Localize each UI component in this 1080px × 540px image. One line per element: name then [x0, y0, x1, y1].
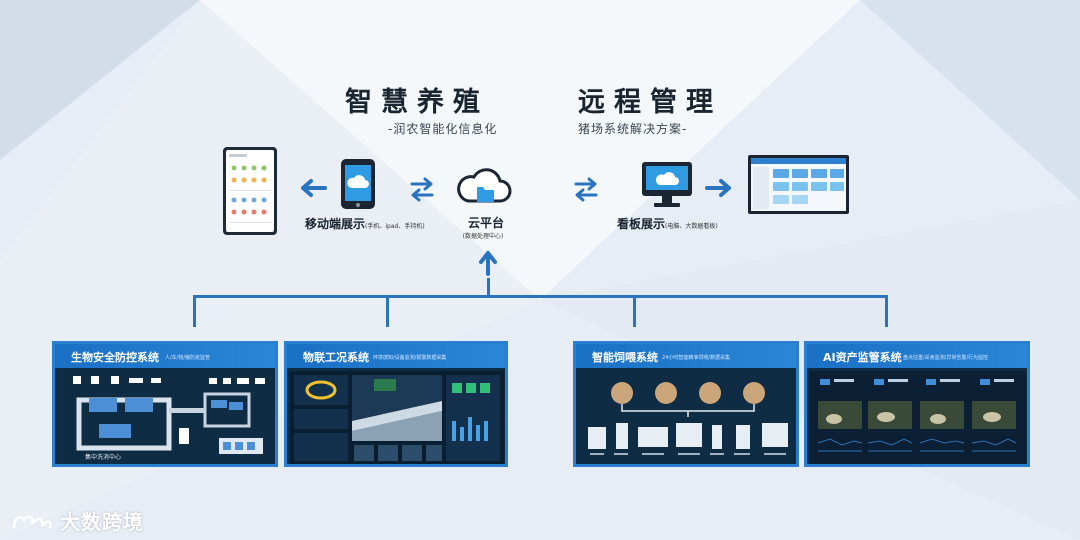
iot-dashboard: [290, 371, 504, 464]
arrow-right-icon: [705, 179, 731, 197]
arrow-up-icon: [479, 251, 497, 276]
connector-horizontal: [193, 295, 888, 298]
watermark: 大数跨境: [10, 506, 144, 535]
panel-header: [55, 344, 275, 368]
panel-ai-asset: AI资产监管系统 盘点估重/采食监测/异常告警/行为监控: [804, 341, 1030, 467]
dashboard-note: (电脑、大数据看板): [665, 223, 718, 230]
swap-arrows-icon: [410, 177, 434, 202]
swap-arrows-icon: [574, 177, 598, 202]
panel-subtitle: 人/车/物/猪防疫监管: [165, 355, 211, 361]
dashboard-label-text: 看板展示: [617, 217, 666, 231]
panel-subtitle: 环境感知/设备监测/报警数据采集: [373, 355, 447, 361]
right-title: 远程管理: [578, 87, 722, 118]
dashboard-label: 看板展示(电脑、大数据看板): [617, 215, 718, 232]
right-subtitle: 猪场系统解决方案-: [578, 122, 688, 136]
panel-subtitle: 24小时智能精准饲喂/数据采集: [662, 355, 731, 361]
panel-title: 生物安全防控系统: [71, 351, 159, 364]
panel-iot: 物联工况系统 环境感知/设备监测/报警数据采集: [284, 341, 508, 467]
tablet-app-thumbnail: [229, 154, 271, 223]
panel-title: AI资产监管系统: [823, 351, 902, 364]
cloud-label: 云平台: [467, 216, 504, 230]
mobile-label-text: 移动端展示: [305, 217, 366, 231]
panel-header: [576, 344, 796, 368]
left-title: 智慧养殖: [345, 87, 489, 118]
panel-header: [287, 344, 505, 368]
ai-asset-dashboard: [810, 371, 1026, 464]
dashboard-screenshot: [748, 155, 849, 214]
connector-drop-4: [885, 295, 888, 327]
connector-drop-1: [193, 295, 196, 327]
dashboard-thumbnail: [751, 158, 846, 211]
biosecurity-inner-label: 集中洗消中心: [85, 454, 122, 461]
panel-header: [807, 344, 1027, 368]
panel-title: 物联工况系统: [303, 351, 369, 364]
mobile-note: (手机、ipad、手持机): [365, 223, 425, 230]
left-subtitle: -润农智能化信息化: [388, 122, 498, 136]
mobile-label: 移动端展示(手机、ipad、手持机): [305, 215, 425, 232]
cloud-folder-icon: [457, 168, 512, 203]
watermark-text: 大数跨境: [60, 510, 144, 534]
biosecurity-diagram: [73, 376, 265, 454]
phone-cloud-icon: [341, 159, 375, 209]
connector-drop-3: [633, 295, 636, 327]
connector-center: [487, 278, 490, 297]
watermark-logo-icon: [12, 514, 52, 528]
feeding-diagram: [588, 382, 788, 455]
arrow-left-icon: [301, 179, 327, 197]
panel-title: 智能饲喂系统: [592, 351, 658, 364]
monitor-cloud-icon: [642, 162, 692, 207]
cloud-node: 云平台 (数据处理中心): [463, 214, 506, 240]
panel-subtitle: 盘点估重/采食监测/异常告警/行为监控: [903, 355, 989, 361]
panel-biosecurity: 生物安全防控系统 人/车/物/猪防疫监管 集中洗消中心: [52, 341, 278, 467]
panel-feeding: 智能饲喂系统 24小时智能精准饲喂/数据采集: [573, 341, 799, 467]
cloud-note: (数据处理中心): [462, 233, 504, 240]
tablet-screenshot: [223, 147, 277, 235]
connector-drop-2: [386, 295, 389, 327]
